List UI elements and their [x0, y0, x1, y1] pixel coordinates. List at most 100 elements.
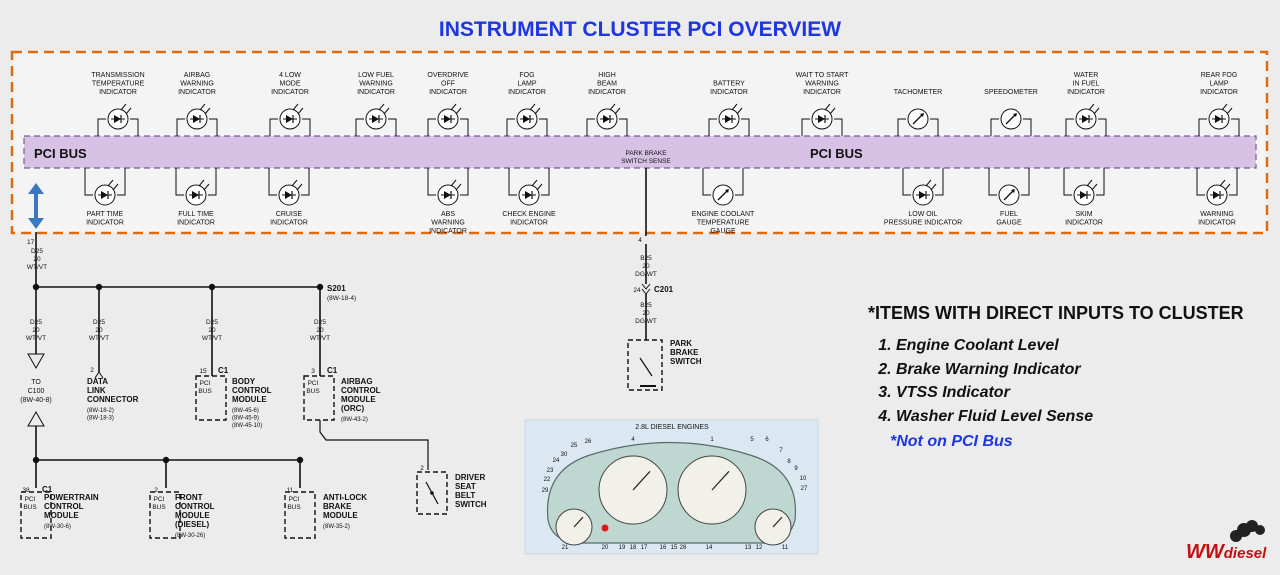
light-ray	[1219, 179, 1226, 187]
indicator-label: BEAM	[597, 81, 617, 88]
indicator-label: INDICATOR	[1200, 89, 1238, 96]
cluster-callout: 19	[619, 545, 626, 551]
indicator-wire	[702, 168, 711, 196]
indicator-wire	[301, 168, 310, 196]
indicator-label: GAUGE	[996, 220, 1022, 227]
indicator-wire	[117, 168, 126, 196]
to-c100-label: C100	[28, 388, 45, 395]
splice-label: S201	[327, 284, 346, 293]
module-name: LINK	[87, 386, 106, 395]
light-ray	[450, 179, 457, 187]
module-name: CONTROL	[44, 502, 84, 511]
indicator-label: INDICATOR	[178, 89, 216, 96]
direct-input-item: Washer Fluid Level Sense	[896, 405, 1244, 429]
module-ref: (8W-30-6)	[44, 524, 71, 530]
park-brake-switch-box	[627, 339, 663, 391]
gauge-needle-tip	[1013, 113, 1017, 117]
module-name: FRONT	[175, 493, 203, 502]
indicator-wire	[97, 118, 106, 136]
light-ray	[455, 107, 462, 115]
logo-smoke	[1230, 520, 1265, 542]
light-ray	[824, 103, 831, 111]
indicator: FUEL GAUGE	[988, 168, 1030, 227]
module-name: BODY	[232, 377, 256, 386]
light-ray	[736, 107, 743, 115]
light-ray	[383, 107, 390, 115]
indicator-wire	[541, 168, 550, 196]
indicator-label: INDICATOR	[510, 220, 548, 227]
light-ray	[614, 107, 621, 115]
indicator-wire	[175, 168, 184, 196]
module-name: MODULE	[232, 395, 267, 404]
indicator-wire	[801, 118, 810, 136]
indicator-wire	[209, 118, 218, 136]
indicator-label: INDICATOR	[270, 220, 308, 227]
indicator-label: TRANSMISSION	[91, 72, 144, 79]
pin-label: 4	[638, 237, 642, 244]
light-ray	[203, 183, 210, 191]
indicator-wire	[355, 118, 364, 136]
indicator-wire	[935, 168, 944, 196]
smoke-puff	[1246, 520, 1258, 532]
logo-main: WW	[1186, 541, 1224, 563]
indicator-label: LAMP	[1209, 81, 1228, 88]
indicator-label: ABS	[441, 211, 455, 218]
indicator-label: WARNING	[1200, 211, 1234, 218]
cluster-callout: 20	[602, 545, 609, 551]
light-ray	[199, 103, 206, 111]
indicator-wire	[269, 118, 278, 136]
indicator-label: WAIT TO START	[796, 72, 849, 79]
module-name: BRAKE	[323, 502, 352, 511]
cluster-callout: 7	[779, 448, 783, 454]
light-ray	[1226, 107, 1233, 115]
direct-input-item: Engine Coolant Level	[896, 334, 1244, 358]
belt-switch-label: BELT	[455, 491, 475, 500]
circuit-label: 20	[33, 256, 41, 263]
cluster-callout: 1	[710, 437, 714, 443]
indicator-wire	[1096, 168, 1105, 196]
light-ray	[291, 179, 298, 187]
cluster-callout: 21	[562, 545, 569, 551]
module-name: MODULE	[341, 395, 376, 404]
indicator-wire	[506, 118, 515, 136]
module-ref: (8W-30-26)	[175, 533, 205, 539]
gauge-needle	[632, 470, 651, 491]
cluster-callout: 16	[660, 545, 667, 551]
indicator-label: MODE	[280, 81, 301, 88]
light-ray	[455, 183, 462, 191]
ww-diesel-logo: WWdiesel	[1186, 541, 1266, 564]
indicator-wire	[988, 168, 997, 196]
module-box-label: PCI	[308, 380, 319, 387]
indicator-wire	[84, 168, 93, 196]
pin-label: 38	[22, 487, 30, 494]
indicator-wire	[619, 118, 628, 136]
pin-label: 2	[420, 465, 424, 472]
indicator-label: OVERDRIVE	[427, 72, 469, 79]
to-c100-label: TO	[31, 379, 41, 386]
indicator-label: FUEL	[1000, 211, 1018, 218]
park-brake-label: PARK	[670, 339, 692, 348]
light-ray	[112, 183, 119, 191]
indicator-wire	[708, 118, 717, 136]
indicator-wire	[176, 118, 185, 136]
module-box-label: BUS	[23, 504, 37, 511]
indicator-label: 4 LOW	[279, 72, 301, 79]
warning-lamp	[601, 524, 609, 532]
park-brake-sense-label: SWITCH SENSE	[621, 158, 671, 165]
indicator-label: PRESSURE INDICATOR	[884, 220, 962, 227]
cluster-callout: 11	[782, 545, 789, 551]
indicator-wire	[460, 168, 469, 196]
indicator-label: INDICATOR	[99, 89, 137, 96]
module-box	[20, 491, 52, 539]
indicator-wire	[1023, 118, 1032, 136]
pin-label: 3	[311, 368, 315, 375]
indicator-label: CRUISE	[276, 211, 303, 218]
